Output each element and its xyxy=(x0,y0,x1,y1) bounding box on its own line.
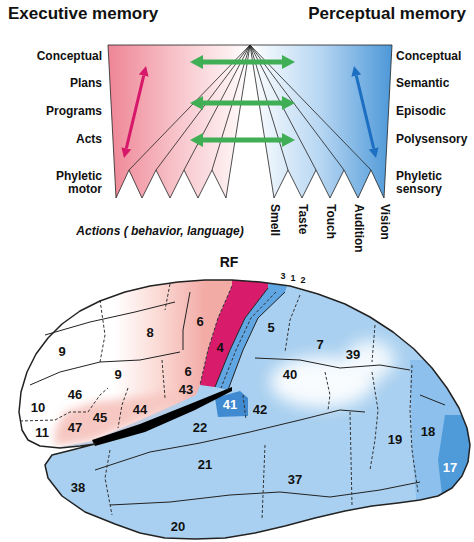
perceptual-fan xyxy=(250,45,392,198)
level-label: Phyletic sensory xyxy=(396,170,466,196)
area-boundary xyxy=(118,388,128,428)
area-boundary xyxy=(200,286,232,385)
area-17-patch xyxy=(438,415,474,520)
area-number: 7 xyxy=(316,338,323,352)
area-number: 3 xyxy=(280,272,285,282)
sense-label: Smell xyxy=(267,204,280,236)
sulcus-line xyxy=(30,352,180,385)
area-boundary xyxy=(262,412,352,520)
association-arrow xyxy=(203,101,282,106)
area-number: 20 xyxy=(171,520,185,534)
area-number: 41 xyxy=(223,398,237,412)
perceptual-hierarchy-arrow xyxy=(356,76,373,149)
sulci xyxy=(30,288,445,505)
area-number: 37 xyxy=(288,473,302,487)
sulcus-line xyxy=(95,410,365,470)
level-label: Semantic xyxy=(396,77,449,90)
area-boundary xyxy=(285,295,300,352)
area-number: 5 xyxy=(267,321,274,335)
area-number: 21 xyxy=(198,458,212,472)
brain-regions xyxy=(0,260,474,520)
sulcus-line xyxy=(45,302,175,335)
sulcus-line xyxy=(228,292,285,390)
area-number: 44 xyxy=(133,403,147,417)
executive-hierarchy-arrow xyxy=(126,76,143,149)
memory-heading: Executive memory xyxy=(8,5,158,24)
area-number: 9 xyxy=(58,345,65,359)
area-number: 6 xyxy=(184,365,191,379)
association-cortex-white xyxy=(345,340,395,380)
area-number: 2 xyxy=(300,276,305,286)
sense-label: Audition xyxy=(351,204,364,253)
area-number: 45 xyxy=(93,411,107,425)
area-boundary xyxy=(243,395,246,420)
memory-heading: Perceptual memory xyxy=(308,5,466,24)
frontal-region xyxy=(0,260,232,447)
level-label: Polysensory xyxy=(396,133,467,146)
area-boundary xyxy=(370,325,378,470)
sense-label: Touch xyxy=(323,204,336,239)
area-boundary xyxy=(162,360,165,398)
area-boundaries xyxy=(20,284,418,520)
area-number: 43 xyxy=(179,383,193,397)
sense-label: Taste xyxy=(295,204,308,234)
area-boundary xyxy=(105,450,112,515)
sulcus-line xyxy=(255,358,410,370)
area-18-band xyxy=(410,360,474,520)
level-label: Programs xyxy=(46,105,102,118)
area-number: 10 xyxy=(31,401,45,415)
area-number: 18 xyxy=(421,425,435,439)
area-number: 9 xyxy=(114,368,121,382)
area-boundary xyxy=(165,284,170,310)
memory-hierarchy: Executive memory xyxy=(0,0,190,250)
area-boundary xyxy=(410,365,418,492)
area-number: 11 xyxy=(35,426,49,440)
level-label: Episodic xyxy=(396,105,446,118)
sense-label: Vision xyxy=(377,204,390,240)
area-number: 39 xyxy=(346,348,360,362)
association-arrow xyxy=(203,138,282,143)
area-boundary xyxy=(325,372,330,410)
sulcus-line xyxy=(183,292,190,350)
fan-lines xyxy=(129,45,371,170)
area-number: 42 xyxy=(253,403,267,417)
area-number: 47 xyxy=(68,421,82,435)
output-caption: Actions ( behavior, language) xyxy=(76,225,243,238)
area-number: 1 xyxy=(290,274,295,284)
region-label: RF xyxy=(220,255,239,270)
association-arrow xyxy=(203,60,282,65)
area-number: 6 xyxy=(196,315,203,329)
area-boundary xyxy=(100,300,105,362)
sulcus-line xyxy=(420,395,445,405)
level-label: Acts xyxy=(76,133,102,146)
level-label: Conceptual xyxy=(396,50,461,63)
area-number: 19 xyxy=(388,433,402,447)
area-number: 4 xyxy=(216,341,223,355)
area-boundary xyxy=(221,292,276,388)
area-number: 46 xyxy=(68,388,82,402)
level-label: Phyletic motor xyxy=(44,170,102,196)
area-number: 17 xyxy=(443,461,457,475)
area-number: 38 xyxy=(71,481,85,495)
level-label: Conceptual xyxy=(37,50,102,63)
sulcus-line xyxy=(110,482,420,505)
executive-fan xyxy=(108,45,250,198)
area-number: 22 xyxy=(193,421,207,435)
somatosensory-strip xyxy=(215,270,292,390)
area-number: 40 xyxy=(283,368,297,382)
level-label: Plans xyxy=(70,77,102,90)
sylvian-fissure xyxy=(92,387,232,446)
brain-outline xyxy=(19,280,470,539)
area-number: 8 xyxy=(146,326,153,340)
